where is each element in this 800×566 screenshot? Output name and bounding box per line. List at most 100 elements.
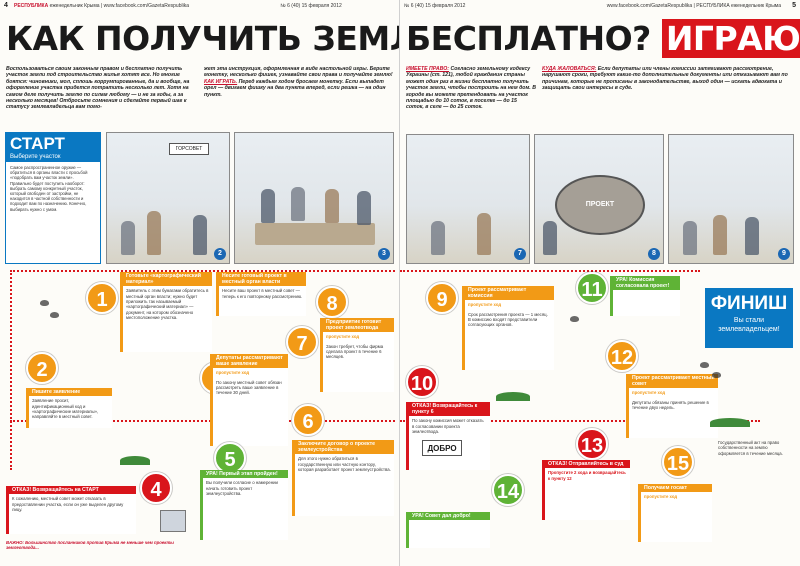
step-13-circle: 13 [576,428,608,460]
illustration-number: 2 [214,248,226,260]
step-6-heading: Заключите договор о проекте землеустройс… [295,440,394,455]
step-4-box: ОТКАЗ! Возвращайтесь на СТАРТ К сожалени… [6,486,136,534]
meeting-table [255,223,375,245]
step-9-heading: Проект рассматривает комиссия [465,286,554,301]
step-14-heading: УРА! Совет дал добро! [409,512,490,521]
start-title: СТАРТ [10,134,65,153]
intro-column-2: жет эта инструкция, оформленная в виде н… [204,66,394,128]
rights-lead: ИМЕЕТЕ ПРАВО: [406,66,450,72]
footprint-icon [50,312,59,318]
step-1-text: Заявитель с этим бумагами обратитесь в м… [126,288,209,320]
finish-subtitle: Вы стали землевладельцем! [718,317,780,333]
running-header: РЕСПУБЛИКА еженедельник Крыма | www.face… [14,3,342,9]
figure-person [745,217,759,255]
step-9-circle: 9 [426,282,458,314]
step-8-text: Несите ваш проект в местный совет — тепе… [222,288,303,299]
dotted-path [400,420,760,422]
dotted-path [400,270,700,272]
step-12-box: Проект рассматривает местный совет пропу… [626,374,718,438]
complaints-text: Если депутаты или члены комиссии затягив… [542,66,788,92]
step-10-circle: 10 [406,366,438,398]
step-12-heading: Проект рассматривает местный совет [629,374,718,389]
step-10-text: По закону комиссия может отказать в согл… [412,418,484,434]
project-seal: ПРОЕКТ [555,175,645,235]
illustration-council: 3 [234,132,394,264]
step-5-box: УРА! Первый этап пройден! Вы получили со… [200,470,288,540]
figure-person [147,211,161,255]
step-11-circle: 11 [576,272,608,304]
step-3-skip: пропустите ход [216,370,250,376]
step-13-box: ОТКАЗ! Отправляйтесь в суд Пропустите 2 … [542,460,630,520]
illustration-number: 7 [514,248,526,260]
step-12-skip: пропустите ход [632,390,666,396]
figure-person [477,213,491,255]
step-8-heading: Несите готовый проект в местный орган вл… [219,272,306,287]
finish-box: ФИНИШ Вы стали землевладельцем! [705,288,793,348]
step-4-circle: 4 [140,472,172,504]
illustration-commission: 9 [668,134,794,264]
headline-left: КАК ПОЛУЧИТЬ ЗЕМЛЮ [6,19,399,58]
step-5-text: Вы получили согласие о намерении начать … [206,480,278,496]
step-2-heading: Пишите заявление [29,388,112,397]
step-14-circle: 14 [492,474,524,506]
figure-person [431,221,445,255]
start-subtitle: Выберите участок [10,154,61,160]
runhead-issue: № 6 (40) 15 февраля 2012 [280,3,342,9]
step-15-circle: 15 [662,446,694,478]
dobro-sign: ДОБРО [422,440,462,456]
page-number: 4 [4,2,8,9]
step-11-heading: УРА! Комиссия согласовала проект! [613,276,680,291]
illustration-office: ГОРСОВЕТ 2 [106,132,230,264]
step-4-text: К сожалению, местный совет может отказат… [12,496,124,512]
how-to-play-lead: КАК ИГРАТЬ. [204,78,238,85]
grass-drawing [496,392,530,401]
step-8-box: Несите готовый проект в местный орган вл… [216,272,306,316]
figure-person [325,189,339,223]
step-7-box: Предприятие готовит проект землеотвода п… [320,318,394,392]
step-12-text: Депутаты обязаны принять решение в течен… [632,399,709,410]
headline-red: ИГРАЮЧИ! [661,19,800,58]
figure-person [713,215,727,255]
complaints-lead: КУДА ЖАЛОВАТЬСЯ: [542,66,597,72]
step-9-text: Срок рассмотрения проекта — 1 месяц. В к… [468,311,548,328]
dotted-path [10,270,12,470]
step-6-text: Для этого нужно обратиться в государстве… [298,456,391,472]
step-15-skip: пропустите ход [644,494,678,500]
step-1-heading: Готовьте «картографический материал» [123,272,212,287]
step-15-heading: Получаем госакт [641,484,712,493]
step-14-box: УРА! Совет дал добро! [406,512,490,548]
figure-person [261,189,275,223]
figure-person [683,221,697,255]
step-1-circle: 1 [86,282,118,314]
right-page: 5 № 6 (40) 15 февраля 2012 www.facebook.… [400,0,800,566]
step-8-circle: 8 [316,286,348,318]
grass-drawing [120,456,150,465]
page-number: 5 [792,2,796,9]
building-drawing [160,510,186,532]
step-2-circle: 2 [26,352,58,384]
step-13-heading: ОТКАЗ! Отправляйтесь в суд [545,460,630,469]
step-10-heading: ОТКАЗ! Возвращайтесь к пункту 6 [409,402,490,417]
step-7-circle: 7 [286,326,318,358]
step-9-box: Проект рассматривает комиссия пропустите… [462,286,554,370]
runhead-text: www.facebook.com/GazetaRespublika | РЕСП… [606,3,782,9]
step-3-text: По закону местный совет обязан рассмотре… [216,379,282,396]
illustration-project: ПРОЕКТ 8 [534,134,664,264]
illustration-survey: 7 [406,134,530,264]
intro-text-2: жет эта инструкция, оформленная в виде н… [204,66,393,79]
step-10-box: ОТКАЗ! Возвращайтесь к пункту 6 По закон… [406,402,490,470]
start-text: Самое распространенное оружие — обратить… [10,165,88,212]
step-12-circle: 12 [606,340,638,372]
dotted-path [10,420,395,422]
illustration-number: 9 [778,248,790,260]
step-13-text: Пропустите 2 хода и возвращайтесь к пунк… [548,470,626,481]
grass-drawing [710,418,750,427]
step-2-text: Заявление просит, идентификационный код … [32,398,99,420]
footprint-icon [712,372,721,378]
intro-rights: ИМЕЕТЕ ПРАВО: Согласно земельному кодекс… [406,66,536,130]
runhead-brand: РЕСПУБЛИКА [14,3,49,9]
start-header: СТАРТ Выберите участок [6,133,100,162]
figure-person [291,187,305,221]
running-header: № 6 (40) 15 февраля 2012 www.facebook.co… [404,3,781,9]
finish-title: ФИНИШ [710,293,788,314]
